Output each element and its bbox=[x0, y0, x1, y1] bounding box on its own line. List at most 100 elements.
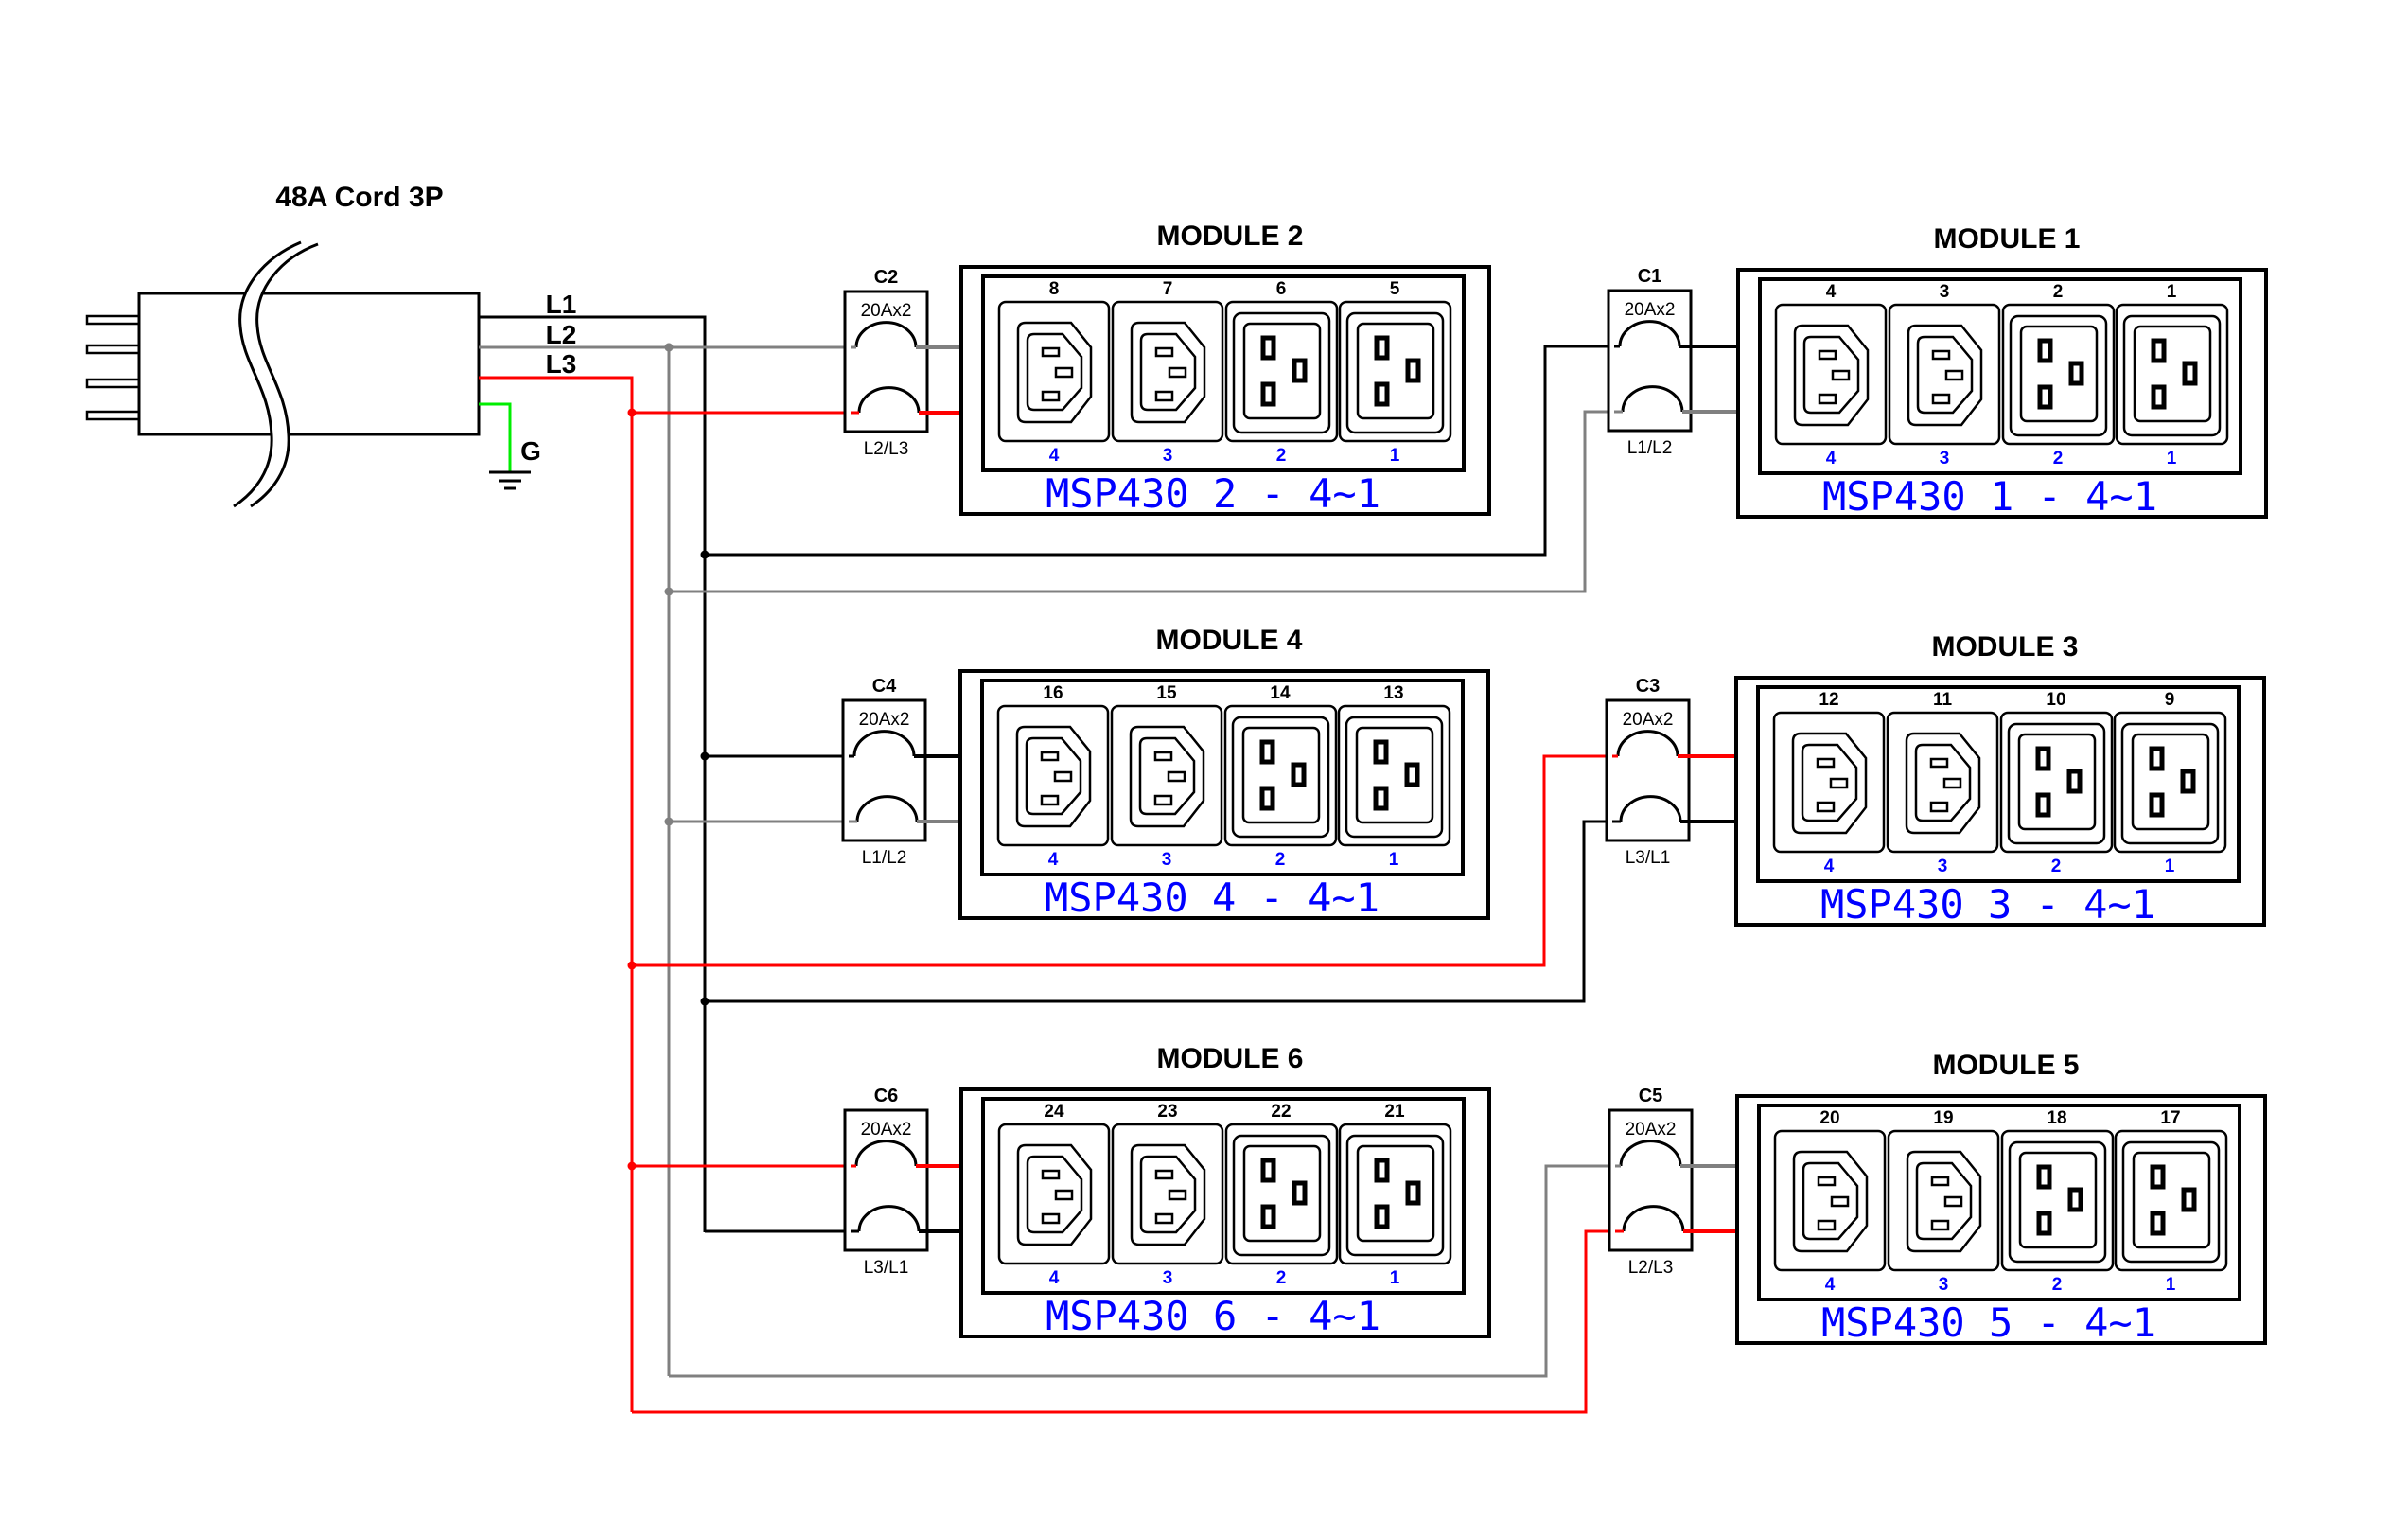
outlet-face bbox=[2133, 325, 2212, 423]
slot-neutral bbox=[1374, 1204, 1390, 1229]
outlet-socket-icon bbox=[1772, 711, 1886, 854]
slot-neutral bbox=[1818, 393, 1837, 405]
slot-earth bbox=[1168, 366, 1187, 379]
slot-line bbox=[1374, 335, 1390, 361]
breaker-rating: 20Ax2 bbox=[861, 301, 912, 321]
outlet-face bbox=[1915, 1161, 1973, 1241]
outlet-index-number: 1 bbox=[1390, 446, 1400, 466]
slot-line bbox=[1154, 346, 1174, 358]
breaker-contact-bottom bbox=[1621, 385, 1684, 413]
outlet-shield bbox=[1906, 1150, 1982, 1253]
slot-line bbox=[1373, 739, 1389, 765]
outlet-index-number: 3 bbox=[1163, 1268, 1173, 1288]
outlet-index-number: 1 bbox=[2165, 857, 2175, 876]
slot-neutral bbox=[1374, 381, 1390, 407]
slot-earth bbox=[2067, 1187, 2083, 1212]
breaker-phases: L3/L1 bbox=[864, 1258, 909, 1278]
outlet-port-number: 12 bbox=[1819, 690, 1838, 710]
slot-neutral bbox=[2035, 792, 2051, 818]
breaker-contact-top bbox=[854, 321, 918, 348]
outlet-port-24: 244 bbox=[997, 1102, 1111, 1288]
ground-icon bbox=[489, 470, 531, 490]
outlet-face bbox=[1802, 335, 1860, 415]
outlet-panel bbox=[1758, 277, 2242, 475]
breaker-contact-top bbox=[1616, 730, 1679, 757]
slot-neutral bbox=[2150, 1211, 2166, 1236]
outlet-index-number: 3 bbox=[1938, 857, 1948, 876]
outlet-port-15: 153 bbox=[1110, 683, 1223, 870]
line-label-l3: L3 bbox=[546, 349, 577, 379]
slot-neutral bbox=[1259, 786, 1275, 811]
slot-earth bbox=[1291, 762, 1307, 787]
junction-dot bbox=[664, 343, 674, 352]
outlet-port-number: 7 bbox=[1163, 279, 1173, 299]
slot-neutral bbox=[1260, 1204, 1276, 1229]
outlet-face bbox=[2132, 1151, 2211, 1249]
ground-label: G bbox=[520, 436, 541, 466]
slot-line bbox=[2036, 1164, 2052, 1190]
outlet-port-13: 131 bbox=[1337, 683, 1451, 870]
cord-break-line bbox=[233, 240, 302, 508]
outlet-port-14: 142 bbox=[1223, 683, 1338, 870]
slot-earth bbox=[1943, 1195, 1963, 1208]
outlet-face bbox=[1026, 1155, 1083, 1234]
bus-l1 bbox=[479, 315, 707, 1232]
outlet-port-12: 124 bbox=[1772, 690, 1886, 876]
breaker-contact-top bbox=[852, 730, 916, 757]
slot-line bbox=[2035, 746, 2051, 771]
breaker-phases: L2/L3 bbox=[864, 439, 909, 459]
breaker-contact-bottom bbox=[1619, 795, 1682, 822]
outlet-shield bbox=[1792, 1150, 1869, 1253]
outlet-face bbox=[1802, 1161, 1859, 1241]
outlet-port-number: 20 bbox=[1819, 1108, 1839, 1128]
outlet-socket-icon bbox=[1110, 704, 1223, 847]
breaker-contact-bottom bbox=[857, 386, 921, 414]
outlet-shield bbox=[1016, 321, 1093, 424]
module-label: MSP430 4 - 4~1 bbox=[1045, 875, 1380, 921]
slot-line bbox=[1931, 349, 1951, 361]
outlet-socket-icon bbox=[996, 704, 1110, 847]
outlet-port-number: 24 bbox=[1044, 1102, 1064, 1122]
outlet-socket-icon bbox=[2115, 303, 2229, 446]
branch-wire-c5-in-top bbox=[669, 1164, 1615, 1378]
outlet-port-21: 211 bbox=[1338, 1102, 1452, 1288]
outlet-face bbox=[2131, 733, 2210, 831]
outlet-face bbox=[2019, 325, 2099, 423]
outlet-index-number: 1 bbox=[2166, 1275, 2176, 1295]
outlet-port-number: 13 bbox=[1383, 683, 1403, 703]
outlet-shield bbox=[1345, 716, 1444, 839]
plug-pins bbox=[85, 314, 141, 421]
outlet-index-number: 4 bbox=[1826, 449, 1837, 468]
junction-dot bbox=[627, 1161, 637, 1171]
outlet-panel bbox=[980, 679, 1465, 876]
breaker-contact-bottom bbox=[1622, 1205, 1685, 1232]
wiring bbox=[479, 315, 1615, 1414]
slot-earth bbox=[1054, 1189, 1074, 1201]
breaker-rating: 20Ax2 bbox=[861, 1120, 912, 1140]
outlet-shield bbox=[1345, 1134, 1445, 1257]
slot-neutral bbox=[2036, 1211, 2052, 1236]
outlet-port-11: 113 bbox=[1886, 690, 1999, 876]
slot-neutral bbox=[1041, 1212, 1061, 1225]
outlet-index-number: 2 bbox=[1276, 446, 1287, 466]
junction-dot bbox=[664, 587, 674, 596]
slot-line bbox=[2149, 746, 2165, 771]
slot-line bbox=[1041, 346, 1061, 358]
slot-neutral bbox=[1041, 390, 1061, 402]
outlet-port-3: 33 bbox=[1888, 282, 2001, 468]
slot-neutral bbox=[1816, 801, 1836, 813]
slot-earth bbox=[1405, 1180, 1421, 1206]
outlet-face bbox=[1916, 335, 1974, 415]
outlet-port-6: 62 bbox=[1224, 279, 1339, 466]
outlet-index-number: 3 bbox=[1940, 449, 1950, 468]
outlet-socket-icon bbox=[1224, 1123, 1339, 1265]
outlet-port-number: 21 bbox=[1384, 1102, 1405, 1122]
outlet-index-number: 4 bbox=[1048, 850, 1059, 870]
outlet-socket-icon bbox=[997, 1123, 1111, 1265]
cord-break-mask bbox=[234, 242, 318, 506]
